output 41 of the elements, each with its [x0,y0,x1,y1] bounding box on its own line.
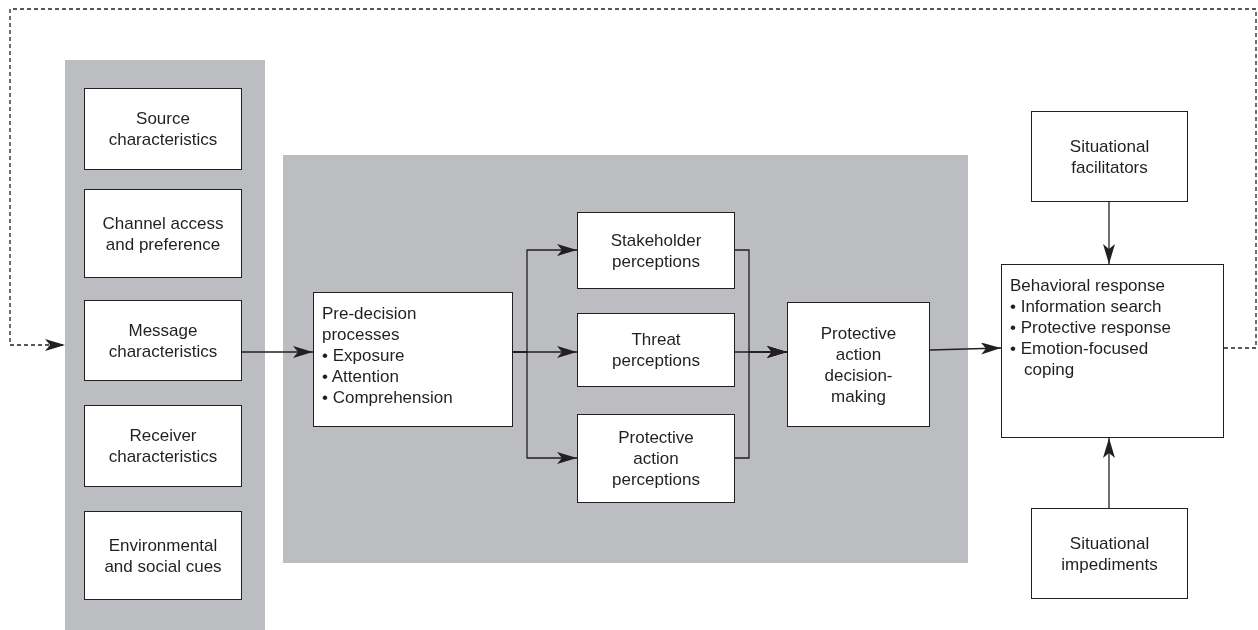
arrow [1103,437,1115,509]
process-box [577,212,735,289]
bullet-item: • Comprehension [322,387,454,408]
box-label: Environmental and social cues [103,534,223,577]
arrow [1103,201,1115,265]
box-label: Channel access and preference [101,212,225,255]
arrow [929,342,1002,355]
process-box [84,189,242,278]
box-label: Threat perceptions [611,329,701,371]
panel-background [283,155,968,563]
box-label: Behavioral response [1010,275,1165,296]
process-box [84,405,242,487]
arrow [241,346,314,358]
arrow [734,346,788,459]
box-label: Stakeholder perceptions [609,229,703,272]
box-label: Protective action perceptions [611,427,701,490]
box-label: Receiver characteristics [107,425,219,467]
bullet-item: • Information search [1010,296,1162,317]
process-box [787,302,930,427]
box-label: Protective action decision-making [819,322,898,407]
box-label: Pre-decision processes [322,303,418,345]
process-box [84,88,242,170]
feedback-arrow [9,8,1257,351]
process-box [577,313,735,387]
process-box [313,292,513,427]
box-label: Situational facilitators [1068,135,1151,178]
arrow [512,351,578,464]
box-label: Source characteristics [107,108,219,150]
process-box [577,414,735,503]
panel-background [65,60,265,630]
box-label: Situational impediments [1060,532,1159,575]
bullet-item: • Protective response [1010,317,1171,338]
bullet-item: • Attention [322,366,400,387]
process-box [1031,111,1188,202]
process-box [84,511,242,600]
bullet-item: • Emotion-focused coping [1010,338,1150,380]
process-box [1031,508,1188,599]
process-box [84,300,242,381]
process-box [1001,264,1224,438]
bullet-item: • Exposure [322,345,406,366]
box-label: Message characteristics [107,319,219,362]
